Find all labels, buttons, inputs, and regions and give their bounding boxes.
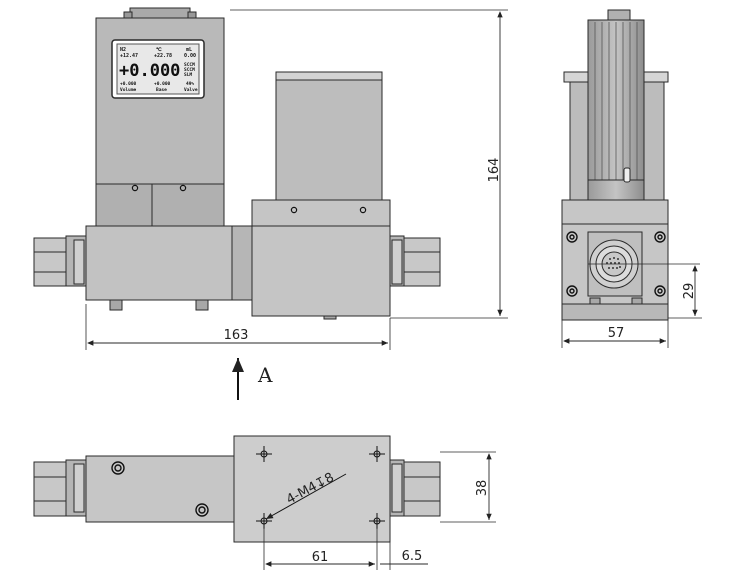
lcd-unit-3: SLM bbox=[184, 72, 192, 78]
lcd-val-left: +12.47 bbox=[120, 53, 138, 59]
front-dimensions bbox=[85, 9, 508, 350]
lcd-screen bbox=[116, 43, 200, 95]
lcd-gas: N2 bbox=[120, 47, 126, 53]
lcd-bottom-right-val: 49% bbox=[186, 81, 194, 87]
dim-width: 163 bbox=[224, 328, 249, 343]
lcd-bottom-right-label: Valve bbox=[184, 87, 198, 93]
dim-bottom-width: 38 bbox=[475, 480, 490, 497]
top-connector bbox=[129, 7, 191, 19]
lcd-val-right: 0.00 bbox=[184, 53, 196, 59]
lcd-bottom-left-val: +0.000 bbox=[120, 81, 137, 87]
front-view: N2 ℃ mL +12.47 +22.78 0.00 +0.000 SCCM S… bbox=[33, 7, 441, 320]
outlet-fitting bbox=[389, 235, 441, 287]
valve-block bbox=[251, 199, 391, 317]
lcd-bottom-mid-val: +0.000 bbox=[154, 81, 171, 87]
mount-hole-icon bbox=[566, 231, 666, 297]
screw-icon bbox=[290, 206, 298, 214]
screw-icon bbox=[131, 184, 139, 192]
lcd-unit-top: mL bbox=[186, 47, 192, 53]
screw-icon bbox=[179, 184, 187, 192]
flow-body bbox=[85, 225, 237, 301]
lcd-bottom-mid-label: Base bbox=[156, 87, 167, 93]
tapped-hole-icon bbox=[256, 446, 385, 529]
valve-coil bbox=[275, 79, 383, 201]
screw-icon bbox=[359, 206, 367, 214]
lcd-main-value: +0.000 bbox=[119, 61, 180, 81]
lcd-bottom-left-label: Volume bbox=[120, 87, 137, 93]
bottom-view bbox=[33, 435, 441, 543]
lcd-unit-1: SCCM bbox=[184, 62, 195, 68]
lcd-val-mid: +22.78 bbox=[154, 53, 172, 59]
dim-port-height: 29 bbox=[682, 283, 697, 300]
leader-line bbox=[265, 473, 347, 520]
view-label: A bbox=[257, 363, 273, 387]
valve-cap bbox=[275, 71, 383, 81]
housing-lower bbox=[95, 183, 225, 227]
side-view bbox=[561, 9, 700, 321]
dim-hole-offset: 6.5 bbox=[402, 549, 423, 564]
lcd-temp-unit: ℃ bbox=[156, 46, 162, 53]
dim-depth: 57 bbox=[608, 326, 625, 341]
dim-height: 164 bbox=[487, 158, 502, 183]
dim-hole-spacing: 61 bbox=[312, 550, 329, 565]
lcd-unit-2: SCCM bbox=[184, 67, 195, 73]
inlet-fitting bbox=[33, 235, 87, 287]
bolt-icon bbox=[111, 461, 209, 517]
